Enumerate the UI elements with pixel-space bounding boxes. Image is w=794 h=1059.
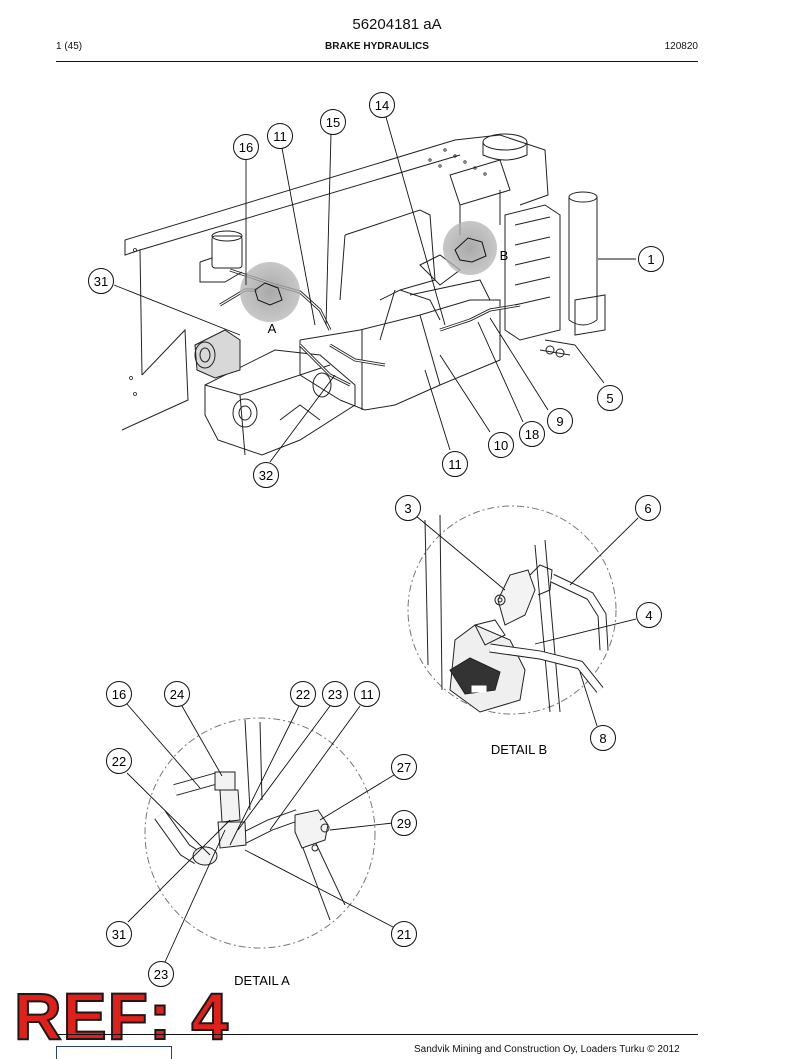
callout-b4[interactable]: 4 — [636, 602, 662, 628]
callout-5[interactable]: 5 — [597, 385, 623, 411]
callout-a23[interactable]: 23 — [322, 681, 348, 707]
svg-text:5: 5 — [606, 391, 613, 406]
callout-15[interactable]: 15 — [320, 109, 346, 135]
svg-text:31: 31 — [112, 927, 126, 942]
footer-divider — [56, 1034, 698, 1035]
callout-16[interactable]: 16 — [233, 134, 259, 160]
header-row: 1 (45) BRAKE HYDRAULICS 120820 — [56, 41, 698, 55]
svg-text:11: 11 — [448, 457, 462, 472]
svg-text:16: 16 — [239, 140, 253, 155]
svg-text:14: 14 — [375, 98, 389, 113]
date-code: 120820 — [664, 41, 698, 52]
callout-a23b[interactable]: 23 — [148, 961, 174, 987]
svg-text:9: 9 — [556, 414, 563, 429]
svg-text:21: 21 — [397, 927, 411, 942]
svg-text:29: 29 — [397, 816, 411, 831]
detail-a-view: 16 24 22 23 11 22 27 29 31 21 23 DETAIL … — [106, 681, 417, 988]
callout-14[interactable]: 14 — [369, 92, 395, 118]
svg-text:18: 18 — [525, 427, 539, 442]
svg-text:32: 32 — [259, 468, 273, 483]
detail-marker-b: B — [500, 248, 509, 263]
highlight-parts — [254, 237, 487, 306]
callout-a31[interactable]: 31 — [106, 921, 132, 947]
svg-text:23: 23 — [328, 687, 342, 702]
svg-text:3: 3 — [404, 501, 411, 516]
svg-text:10: 10 — [494, 438, 508, 453]
header-divider — [56, 61, 698, 62]
detail-b-view: 3 6 4 8 DETAIL B — [395, 495, 662, 757]
main-callouts: 14 15 11 16 1 31 5 9 18 10 11 32 — [88, 92, 664, 488]
callout-a22b[interactable]: 22 — [106, 748, 132, 774]
main-view-machine — [121, 133, 606, 456]
callout-9[interactable]: 9 — [547, 408, 573, 434]
callout-a21[interactable]: 21 — [391, 921, 417, 947]
callout-b3[interactable]: 3 — [395, 495, 421, 521]
callout-a27[interactable]: 27 — [391, 754, 417, 780]
page-indicator: 1 (45) — [56, 41, 83, 52]
callout-31[interactable]: 31 — [88, 268, 114, 294]
page-title: BRAKE HYDRAULICS — [325, 41, 429, 52]
footer-copyright: Sandvik Mining and Construction Oy, Load… — [414, 1044, 680, 1055]
callout-11[interactable]: 11 — [267, 123, 293, 149]
callout-10[interactable]: 10 — [488, 432, 514, 458]
svg-text:23: 23 — [154, 967, 168, 982]
svg-text:6: 6 — [644, 501, 651, 516]
callout-a16[interactable]: 16 — [106, 681, 132, 707]
detail-b-caption: DETAIL B — [491, 742, 547, 757]
callout-b8[interactable]: 8 — [590, 725, 616, 751]
svg-text:11: 11 — [273, 129, 287, 144]
svg-text:15: 15 — [326, 115, 340, 130]
ref-watermark: REF: 4 — [13, 979, 230, 1053]
callout-b6[interactable]: 6 — [635, 495, 661, 521]
svg-text:22: 22 — [112, 754, 126, 769]
detail-a-highlight[interactable] — [240, 262, 300, 322]
svg-text:1: 1 — [647, 252, 654, 267]
svg-text:27: 27 — [397, 760, 411, 775]
detail-marker-a: A — [268, 321, 277, 336]
svg-text:11: 11 — [360, 687, 374, 702]
callout-a29[interactable]: 29 — [391, 810, 417, 836]
document-number: 56204181 aA — [352, 16, 442, 33]
svg-text:8: 8 — [599, 731, 606, 746]
callout-a11[interactable]: 11 — [354, 681, 380, 707]
callout-11b[interactable]: 11 — [442, 451, 468, 477]
main-leaders — [113, 116, 636, 463]
svg-text:24: 24 — [170, 687, 184, 702]
svg-text:4: 4 — [645, 608, 652, 623]
svg-text:16: 16 — [112, 687, 126, 702]
callout-32[interactable]: 32 — [253, 462, 279, 488]
callout-18[interactable]: 18 — [519, 421, 545, 447]
svg-text:31: 31 — [94, 274, 108, 289]
callout-a24[interactable]: 24 — [164, 681, 190, 707]
detail-a-caption: DETAIL A — [234, 973, 290, 988]
detail-b-highlight[interactable] — [443, 221, 497, 275]
callout-1[interactable]: 1 — [638, 246, 664, 272]
callout-a22[interactable]: 22 — [290, 681, 316, 707]
svg-text:22: 22 — [296, 687, 310, 702]
